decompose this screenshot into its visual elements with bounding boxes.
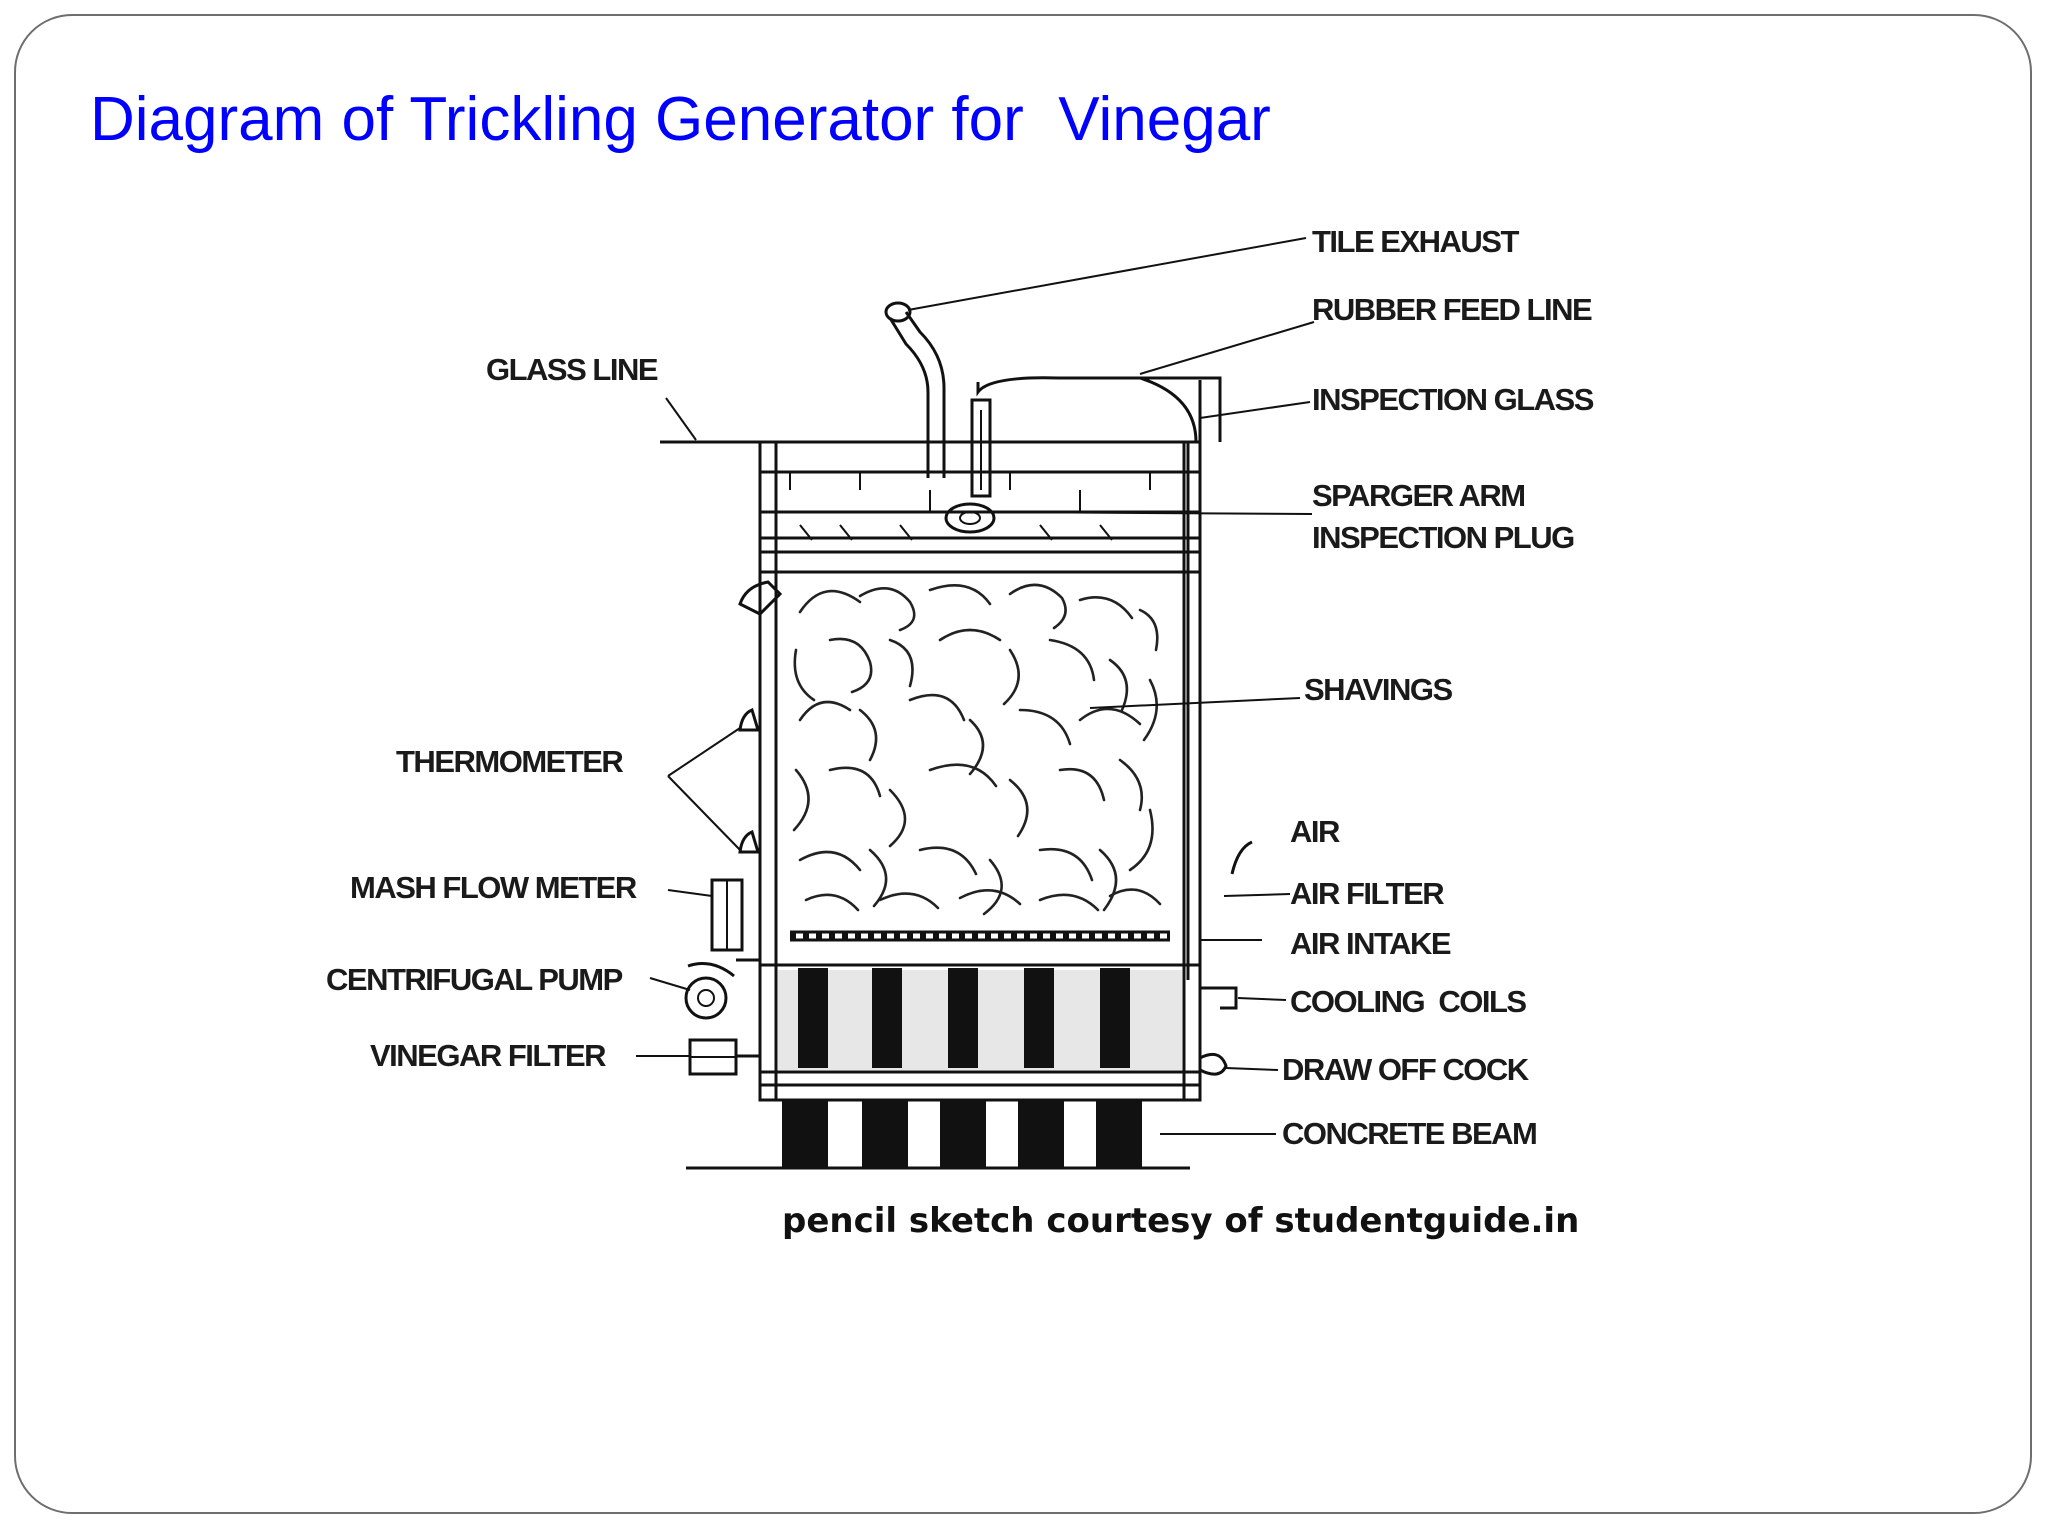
right-equipment	[1199, 840, 1253, 1076]
leader-lines	[636, 237, 1315, 1135]
label-glass-line: GLASS LINE	[486, 352, 658, 387]
label-sparger-arm: SPARGER ARM	[1312, 478, 1525, 513]
label-concrete-beam: CONCRETE BEAM	[1282, 1116, 1536, 1151]
label-draw-off-cock: DRAW OFF COCK	[1282, 1052, 1530, 1087]
label-mash-flow-meter: MASH FLOW METER	[350, 870, 637, 905]
left-equipment	[684, 707, 761, 1076]
label-inspection-glass: INSPECTION GLASS	[1312, 382, 1594, 417]
label-inspection-plug: INSPECTION PLUG	[1312, 520, 1574, 555]
label-tile-exhaust: TILE EXHAUST	[1312, 224, 1519, 259]
top-fittings	[738, 301, 1222, 980]
slide-frame	[14, 14, 2032, 1514]
concrete-beam	[686, 1100, 1190, 1170]
label-thermometer: THERMOMETER	[396, 744, 623, 779]
label-air: AIR	[1290, 814, 1340, 849]
credit-text: pencil sketch courtesy of studentguide.i…	[782, 1201, 1579, 1241]
label-cooling-coils: COOLING COILS	[1290, 984, 1526, 1019]
label-vinegar-filter: VINEGAR FILTER	[370, 1038, 606, 1073]
label-air-intake: AIR INTAKE	[1290, 926, 1451, 961]
label-air-filter: AIR FILTER	[1290, 876, 1444, 911]
label-shavings: SHAVINGS	[1304, 672, 1452, 707]
label-centrifugal-pump: CENTRIFUGAL PUMP	[326, 962, 623, 997]
slide-title: Diagram of Trickling Generator for Vineg…	[90, 85, 1271, 154]
label-rubber-feed-line: RUBBER FEED LINE	[1312, 292, 1592, 327]
shavings	[792, 583, 1162, 916]
